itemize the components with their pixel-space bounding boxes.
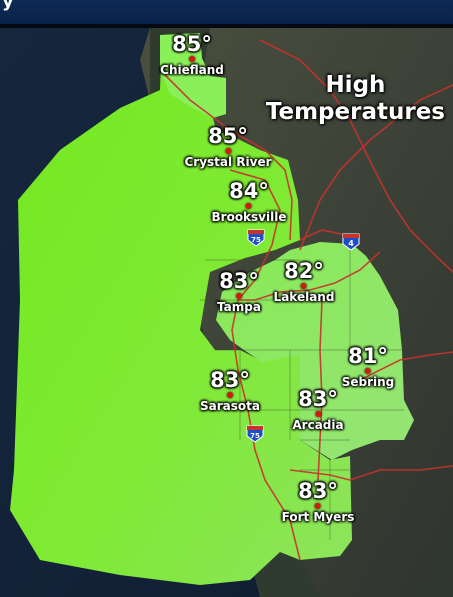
header-text: y	[2, 0, 14, 12]
interstate-4-label: 4	[348, 239, 354, 248]
city-temperature: 83°	[298, 387, 338, 411]
location-dot-icon	[315, 503, 321, 509]
interstate-4-shield: 4	[342, 233, 360, 251]
header-divider	[0, 24, 453, 28]
location-dot-icon	[188, 56, 195, 62]
forecast-zone-north	[160, 33, 226, 118]
city-name: Lakeland	[273, 290, 335, 304]
location-dot-icon	[224, 148, 231, 154]
city-temperature: 83°	[298, 479, 338, 503]
city-fort-myers: 83° Fort Myers	[282, 480, 355, 524]
city-chiefland: 85° Chiefland	[160, 33, 224, 77]
city-temperature: 85°	[208, 124, 248, 148]
city-crystal-river: 85° Crystal River	[184, 125, 271, 169]
map-title: High Temperatures	[266, 72, 445, 126]
header-band: y	[0, 0, 453, 24]
city-sebring: 81° Sebring	[342, 345, 395, 389]
city-temperature: 82°	[284, 259, 324, 283]
city-temperature: 81°	[348, 344, 388, 368]
city-sarasota: 83° Sarasota	[200, 369, 260, 413]
city-tampa: 83° Tampa	[217, 270, 261, 314]
city-name: Fort Myers	[281, 510, 355, 524]
city-name: Crystal River	[184, 155, 272, 169]
location-dot-icon	[245, 203, 252, 209]
title-line-high: High	[325, 72, 386, 98]
city-name: Brooksville	[211, 210, 287, 224]
location-dot-icon	[315, 411, 321, 417]
city-temperature: 84°	[229, 179, 269, 203]
roads	[164, 39, 453, 561]
location-dot-icon	[364, 368, 371, 374]
city-lakeland: 82° Lakeland	[274, 260, 335, 304]
location-dot-icon	[300, 283, 307, 289]
city-name: Sarasota	[200, 399, 260, 413]
interstate-75-shield: 75	[247, 229, 265, 247]
interstate-75-south-label: 75	[250, 432, 260, 440]
city-arcadia: 83° Arcadia	[292, 388, 343, 432]
city-temperature: 85°	[172, 32, 212, 56]
city-temperature: 83°	[210, 368, 250, 392]
city-name: Tampa	[217, 300, 261, 314]
city-temperature: 83°	[219, 269, 259, 293]
title-line-temperatures: Temperatures	[265, 99, 445, 125]
city-name: Arcadia	[292, 418, 344, 432]
location-dot-icon	[226, 392, 233, 398]
city-brooksville: 84° Brooksville	[212, 180, 287, 224]
interstate-75-shield-south: 75	[246, 425, 264, 443]
city-name: Sebring	[341, 375, 395, 389]
location-dot-icon	[236, 293, 242, 299]
forecast-zone-coastal	[10, 33, 352, 585]
city-name: Chiefland	[160, 63, 224, 77]
interstate-75-label: 75	[251, 236, 261, 244]
